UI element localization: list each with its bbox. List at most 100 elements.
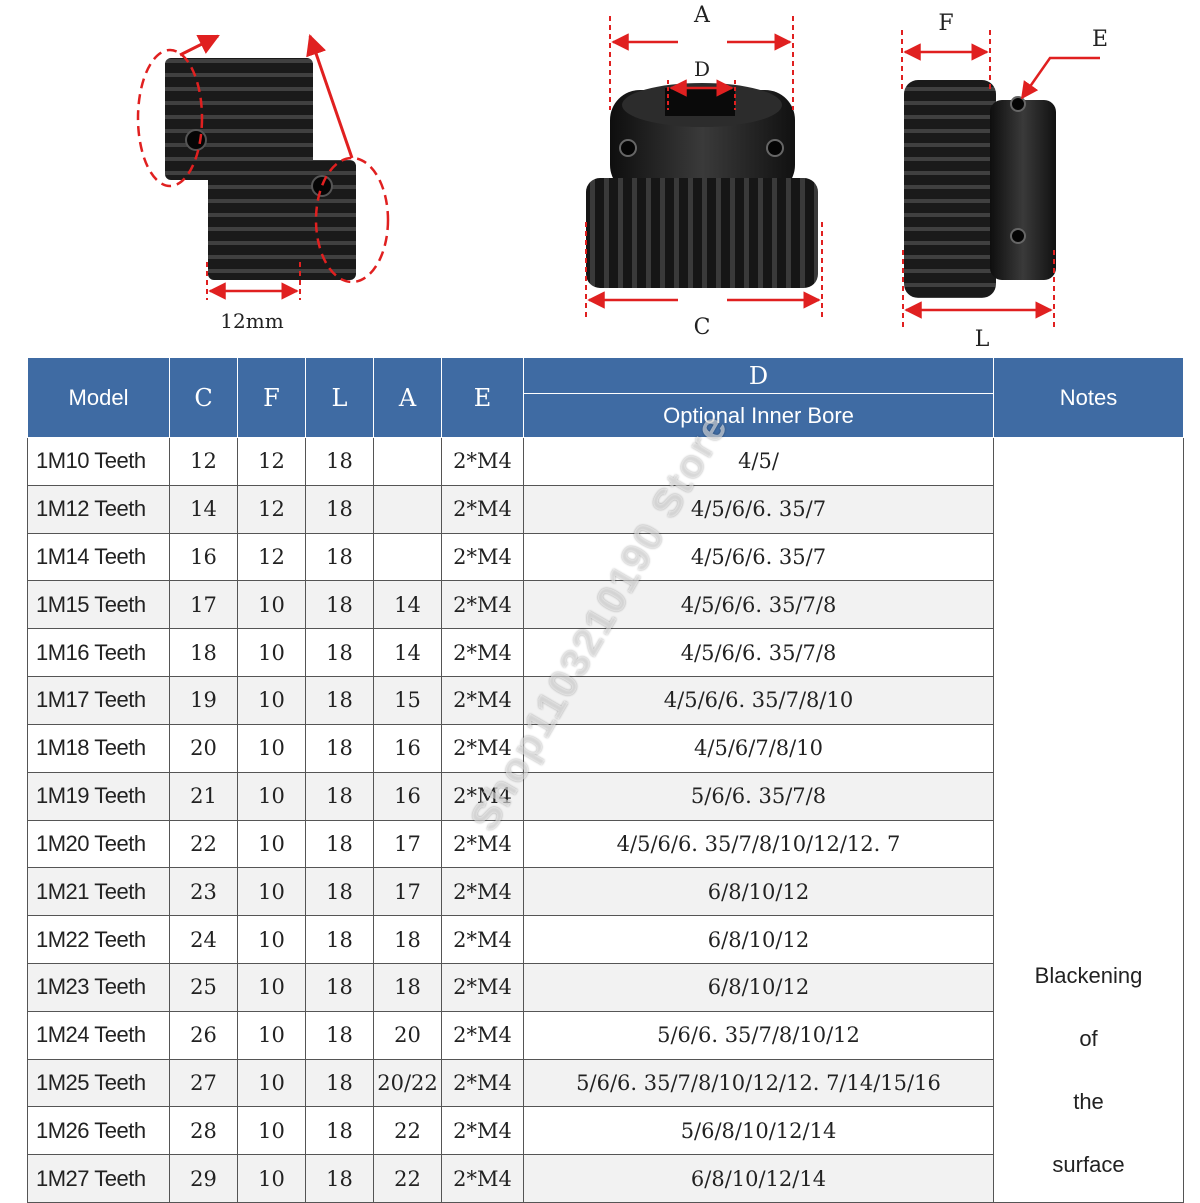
cell-d: 5/6/8/10/12/14 xyxy=(523,1106,994,1156)
cell-l: 18 xyxy=(305,867,374,917)
header-d: D xyxy=(523,357,994,394)
cell-f: 12 xyxy=(237,437,306,486)
cell-l: 18 xyxy=(305,484,374,534)
cell-l: 18 xyxy=(305,1010,374,1060)
cell-c: 29 xyxy=(169,1154,238,1203)
front-view-gear xyxy=(585,16,823,320)
left-width-label: 12mm xyxy=(220,309,283,333)
cell-a: 16 xyxy=(373,723,442,773)
cell-model: 1M10 Teeth xyxy=(27,437,170,486)
cell-l: 18 xyxy=(305,915,374,964)
cell-d: 5/6/6. 35/7/8 xyxy=(523,771,994,821)
dim-l-label: L xyxy=(975,327,990,352)
cell-l: 18 xyxy=(305,676,374,725)
cell-model: 1M21 Teeth xyxy=(27,867,170,917)
cell-a xyxy=(373,484,442,534)
cell-l: 18 xyxy=(305,1154,374,1203)
cell-d: 4/5/6/6. 35/7/8 xyxy=(523,628,994,678)
cell-d: 5/6/6. 35/7/8/10/12 xyxy=(523,1010,994,1060)
dim-c-label: C xyxy=(694,315,711,340)
cell-model: 1M24 Teeth xyxy=(27,1010,170,1060)
cell-d: 6/8/10/12 xyxy=(523,962,994,1012)
cell-model: 1M16 Teeth xyxy=(27,628,170,678)
cell-c: 18 xyxy=(169,628,238,678)
notes-word: Blackening xyxy=(1034,963,1143,988)
notes-word: of xyxy=(1079,1026,1098,1051)
cell-l: 18 xyxy=(305,962,374,1012)
cell-model: 1M15 Teeth xyxy=(27,580,170,630)
cell-d: 4/5/6/6. 35/7/8/10 xyxy=(523,676,994,725)
product-diagrams: 12mm A D C F E L xyxy=(0,0,1200,356)
cell-c: 28 xyxy=(169,1106,238,1156)
cell-a: 20 xyxy=(373,1010,442,1060)
cell-e: 2*M4 xyxy=(441,437,524,486)
cell-e: 2*M4 xyxy=(441,1010,524,1060)
cell-e: 2*M4 xyxy=(441,867,524,917)
cell-e: 2*M4 xyxy=(441,532,524,582)
cell-f: 10 xyxy=(237,580,306,630)
cell-d: 5/6/6. 35/7/8/10/12/12. 7/14/15/16 xyxy=(523,1058,994,1108)
cell-l: 18 xyxy=(305,819,374,869)
cell-d: 4/5/6/6. 35/7/8 xyxy=(523,580,994,630)
cell-d: 6/8/10/12/14 xyxy=(523,1154,994,1203)
cell-d: 6/8/10/12 xyxy=(523,915,994,964)
left-gear-pair xyxy=(136,34,390,300)
cell-a: 22 xyxy=(373,1106,442,1156)
cell-l: 18 xyxy=(305,723,374,773)
cell-f: 10 xyxy=(237,628,306,678)
header-a: A xyxy=(373,357,442,438)
cell-f: 10 xyxy=(237,867,306,917)
cell-f: 10 xyxy=(237,915,306,964)
dim-d-label: D xyxy=(694,57,710,81)
cell-a: 20/22 xyxy=(373,1058,442,1108)
cell-l: 18 xyxy=(305,532,374,582)
cell-e: 2*M4 xyxy=(441,484,524,534)
header-c: C xyxy=(169,357,238,438)
cell-d: 4/5/6/6. 35/7 xyxy=(523,484,994,534)
cell-l: 18 xyxy=(305,437,374,486)
cell-model: 1M22 Teeth xyxy=(27,915,170,964)
cell-e: 2*M4 xyxy=(441,723,524,773)
cell-model: 1M26 Teeth xyxy=(27,1106,170,1156)
cell-e: 2*M4 xyxy=(441,1058,524,1108)
cell-c: 22 xyxy=(169,819,238,869)
cell-c: 21 xyxy=(169,771,238,821)
cell-f: 10 xyxy=(237,771,306,821)
cell-model: 1M12 Teeth xyxy=(27,484,170,534)
cell-e: 2*M4 xyxy=(441,580,524,630)
header-d-subtitle: Optional Inner Bore xyxy=(523,393,994,438)
cell-a: 16 xyxy=(373,771,442,821)
cell-d: 4/5/6/6. 35/7/8/10/12/12. 7 xyxy=(523,819,994,869)
cell-l: 18 xyxy=(305,628,374,678)
cell-f: 12 xyxy=(237,484,306,534)
gear-dimension-diagram: 12mm A D C F E L xyxy=(136,3,1108,352)
cell-c: 27 xyxy=(169,1058,238,1108)
cell-e: 2*M4 xyxy=(441,962,524,1012)
cell-a xyxy=(373,437,442,486)
cell-a: 18 xyxy=(373,962,442,1012)
header-notes: Notes xyxy=(993,357,1184,438)
cell-model: 1M18 Teeth xyxy=(27,723,170,773)
cell-model: 1M20 Teeth xyxy=(27,819,170,869)
cell-l: 18 xyxy=(305,771,374,821)
cell-c: 25 xyxy=(169,962,238,1012)
cell-d: 4/5/6/6. 35/7 xyxy=(523,532,994,582)
cell-a: 14 xyxy=(373,580,442,630)
cell-e: 2*M4 xyxy=(441,771,524,821)
header-l: L xyxy=(305,357,374,438)
cell-f: 10 xyxy=(237,723,306,773)
cell-c: 20 xyxy=(169,723,238,773)
cell-c: 17 xyxy=(169,580,238,630)
